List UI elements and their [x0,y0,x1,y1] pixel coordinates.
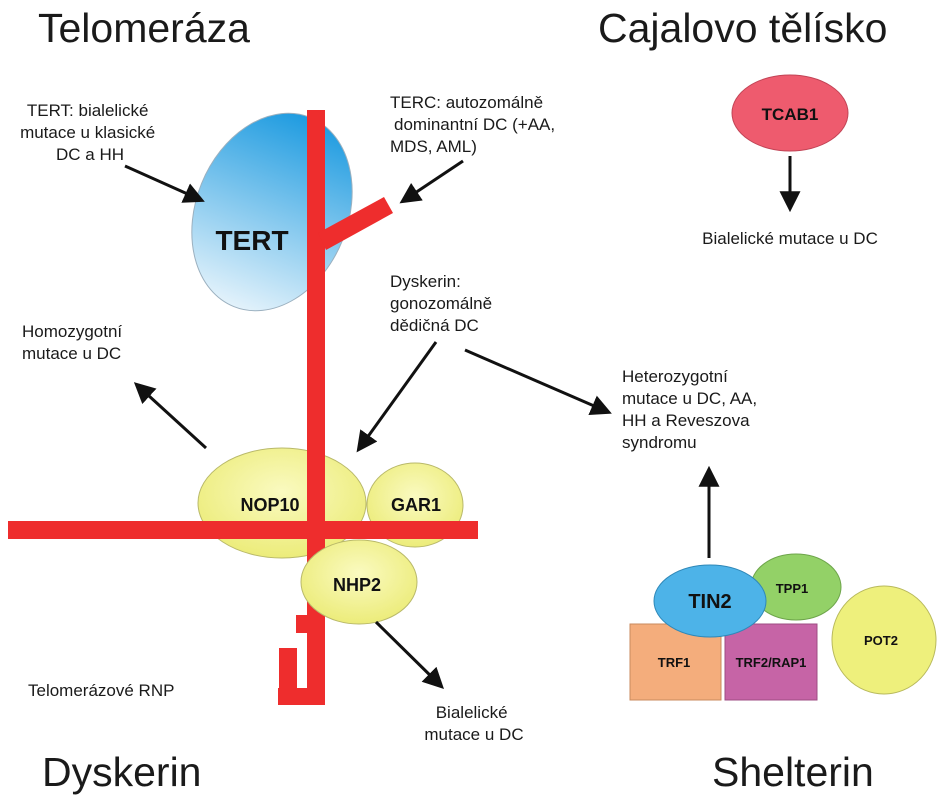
arrow-dyskerin-to-heterozygous [464,348,612,415]
dyskerin-mutation-note: Dyskerin: gonozomálně dědičná DC [390,272,497,335]
pot2-label: POT2 [864,633,898,648]
arrows [124,156,801,689]
heterozygous-mutation-note: Heterozygotní mutace u DC, AA, HH a Reve… [622,367,762,452]
section-title-shelterin: Shelterin [712,749,874,795]
tin2-label: TIN2 [688,591,731,613]
arrow-terc-note [399,159,464,204]
trf2-rap1-protein [724,623,818,701]
arrow-to-homozygous [133,382,208,450]
section-title-cajal-body: Cajalovo tělísko [598,5,887,51]
tpp1-label: TPP1 [776,581,809,596]
nhp2-label: NHP2 [333,575,381,595]
terc-mutation-note: TERC: autozomálně dominantní DC (+AA, MD… [390,93,560,156]
tert-mutation-note: TERT: bialelické mutace u klasické DC a … [20,101,160,164]
homozygous-mutation-note: Homozygotní mutace u DC [22,322,127,363]
tert-protein [191,112,353,312]
nhp2-protein [300,539,418,625]
nop10-label: NOP10 [240,495,299,515]
section-title-dyskerin: Dyskerin [42,749,201,795]
arrow-tert-note [124,164,205,203]
trf1-protein [629,623,722,701]
arrow-nhp2-down [374,620,444,689]
tert-label: TERT [215,225,288,256]
gar1-label: GAR1 [391,495,441,515]
tin2-protein [653,564,767,638]
trf2-rap1-label: TRF2/RAP1 [736,655,807,670]
terc-rna [8,110,478,705]
tcab1-mutation-note: Bialelické mutace u DC [702,229,878,248]
arrow-dyskerin-to-complex [356,341,438,453]
trf1-label: TRF1 [658,655,691,670]
nhp2-mutation-note: Bialelické mutace u DC [424,703,523,744]
tcab1-protein [731,74,849,152]
section-title-telomerase: Telomeráza [38,5,250,51]
pot2-protein [831,585,937,695]
tcab1-label: TCAB1 [762,105,819,124]
telomerase-rnp-label: Telomerázové RNP [28,681,174,700]
